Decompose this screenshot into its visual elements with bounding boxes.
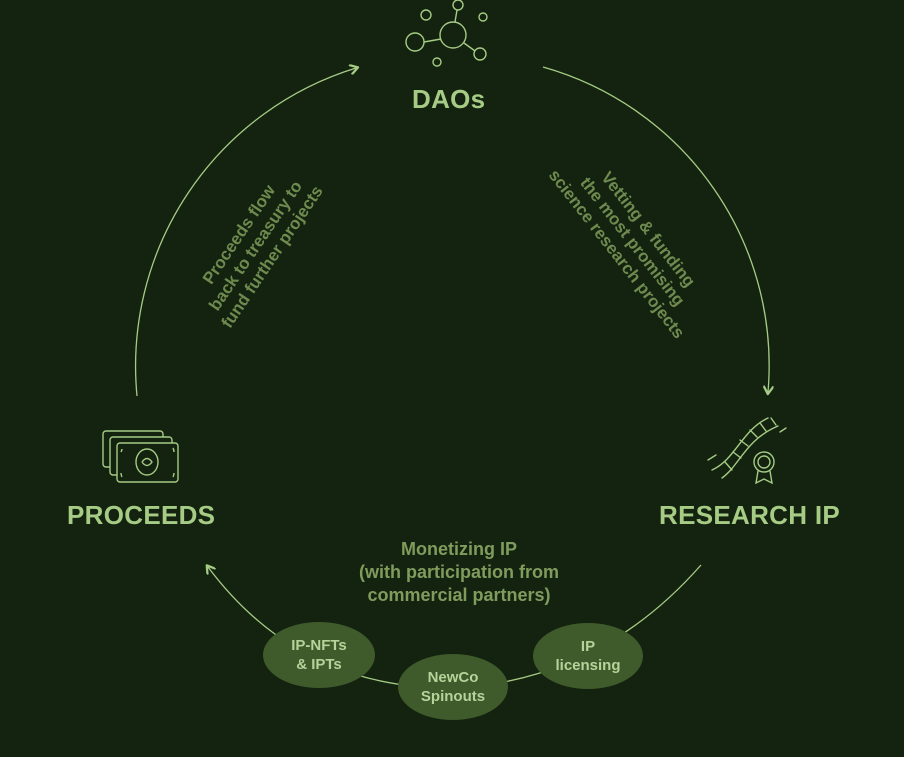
flow-label-research-to-proceeds: Monetizing IP (with participation from c… [359, 538, 559, 607]
arrow-daos-to-research [542, 66, 769, 392]
flow-label-line: commercial partners) [367, 585, 551, 605]
pill-line: licensing [555, 657, 621, 674]
molecule-network-icon [405, 0, 488, 67]
pill-line: IP [580, 638, 596, 655]
pill-line: NewCo [427, 669, 479, 686]
node-title-research-ip: RESEARCH IP [659, 500, 840, 530]
pill-line: Spinouts [420, 688, 486, 705]
node-title-daos: DAOs [412, 84, 486, 114]
pill-label-ip-nfts: IP-NFTs & IPTs [263, 622, 375, 688]
pill-line: IP-NFTs [291, 637, 347, 654]
pill-label-newco-spinouts: NewCo Spinouts [398, 654, 508, 720]
pill-newco-spinouts [398, 654, 508, 720]
flow-label-line: Monetizing IP [401, 539, 517, 559]
node-title-proceeds: PROCEEDS [67, 500, 216, 530]
arrow-proceeds-to-daos [134, 68, 356, 397]
pill-ip-nfts [263, 622, 375, 688]
pill-label-ip-licensing: IP licensing [533, 623, 643, 689]
dna-certificate-icon [707, 417, 787, 485]
banknotes-stack-icon [102, 430, 179, 483]
pill-ip-licensing [533, 623, 643, 689]
flow-label-line: (with participation from [359, 562, 559, 582]
pill-line: & IPTs [296, 656, 342, 673]
